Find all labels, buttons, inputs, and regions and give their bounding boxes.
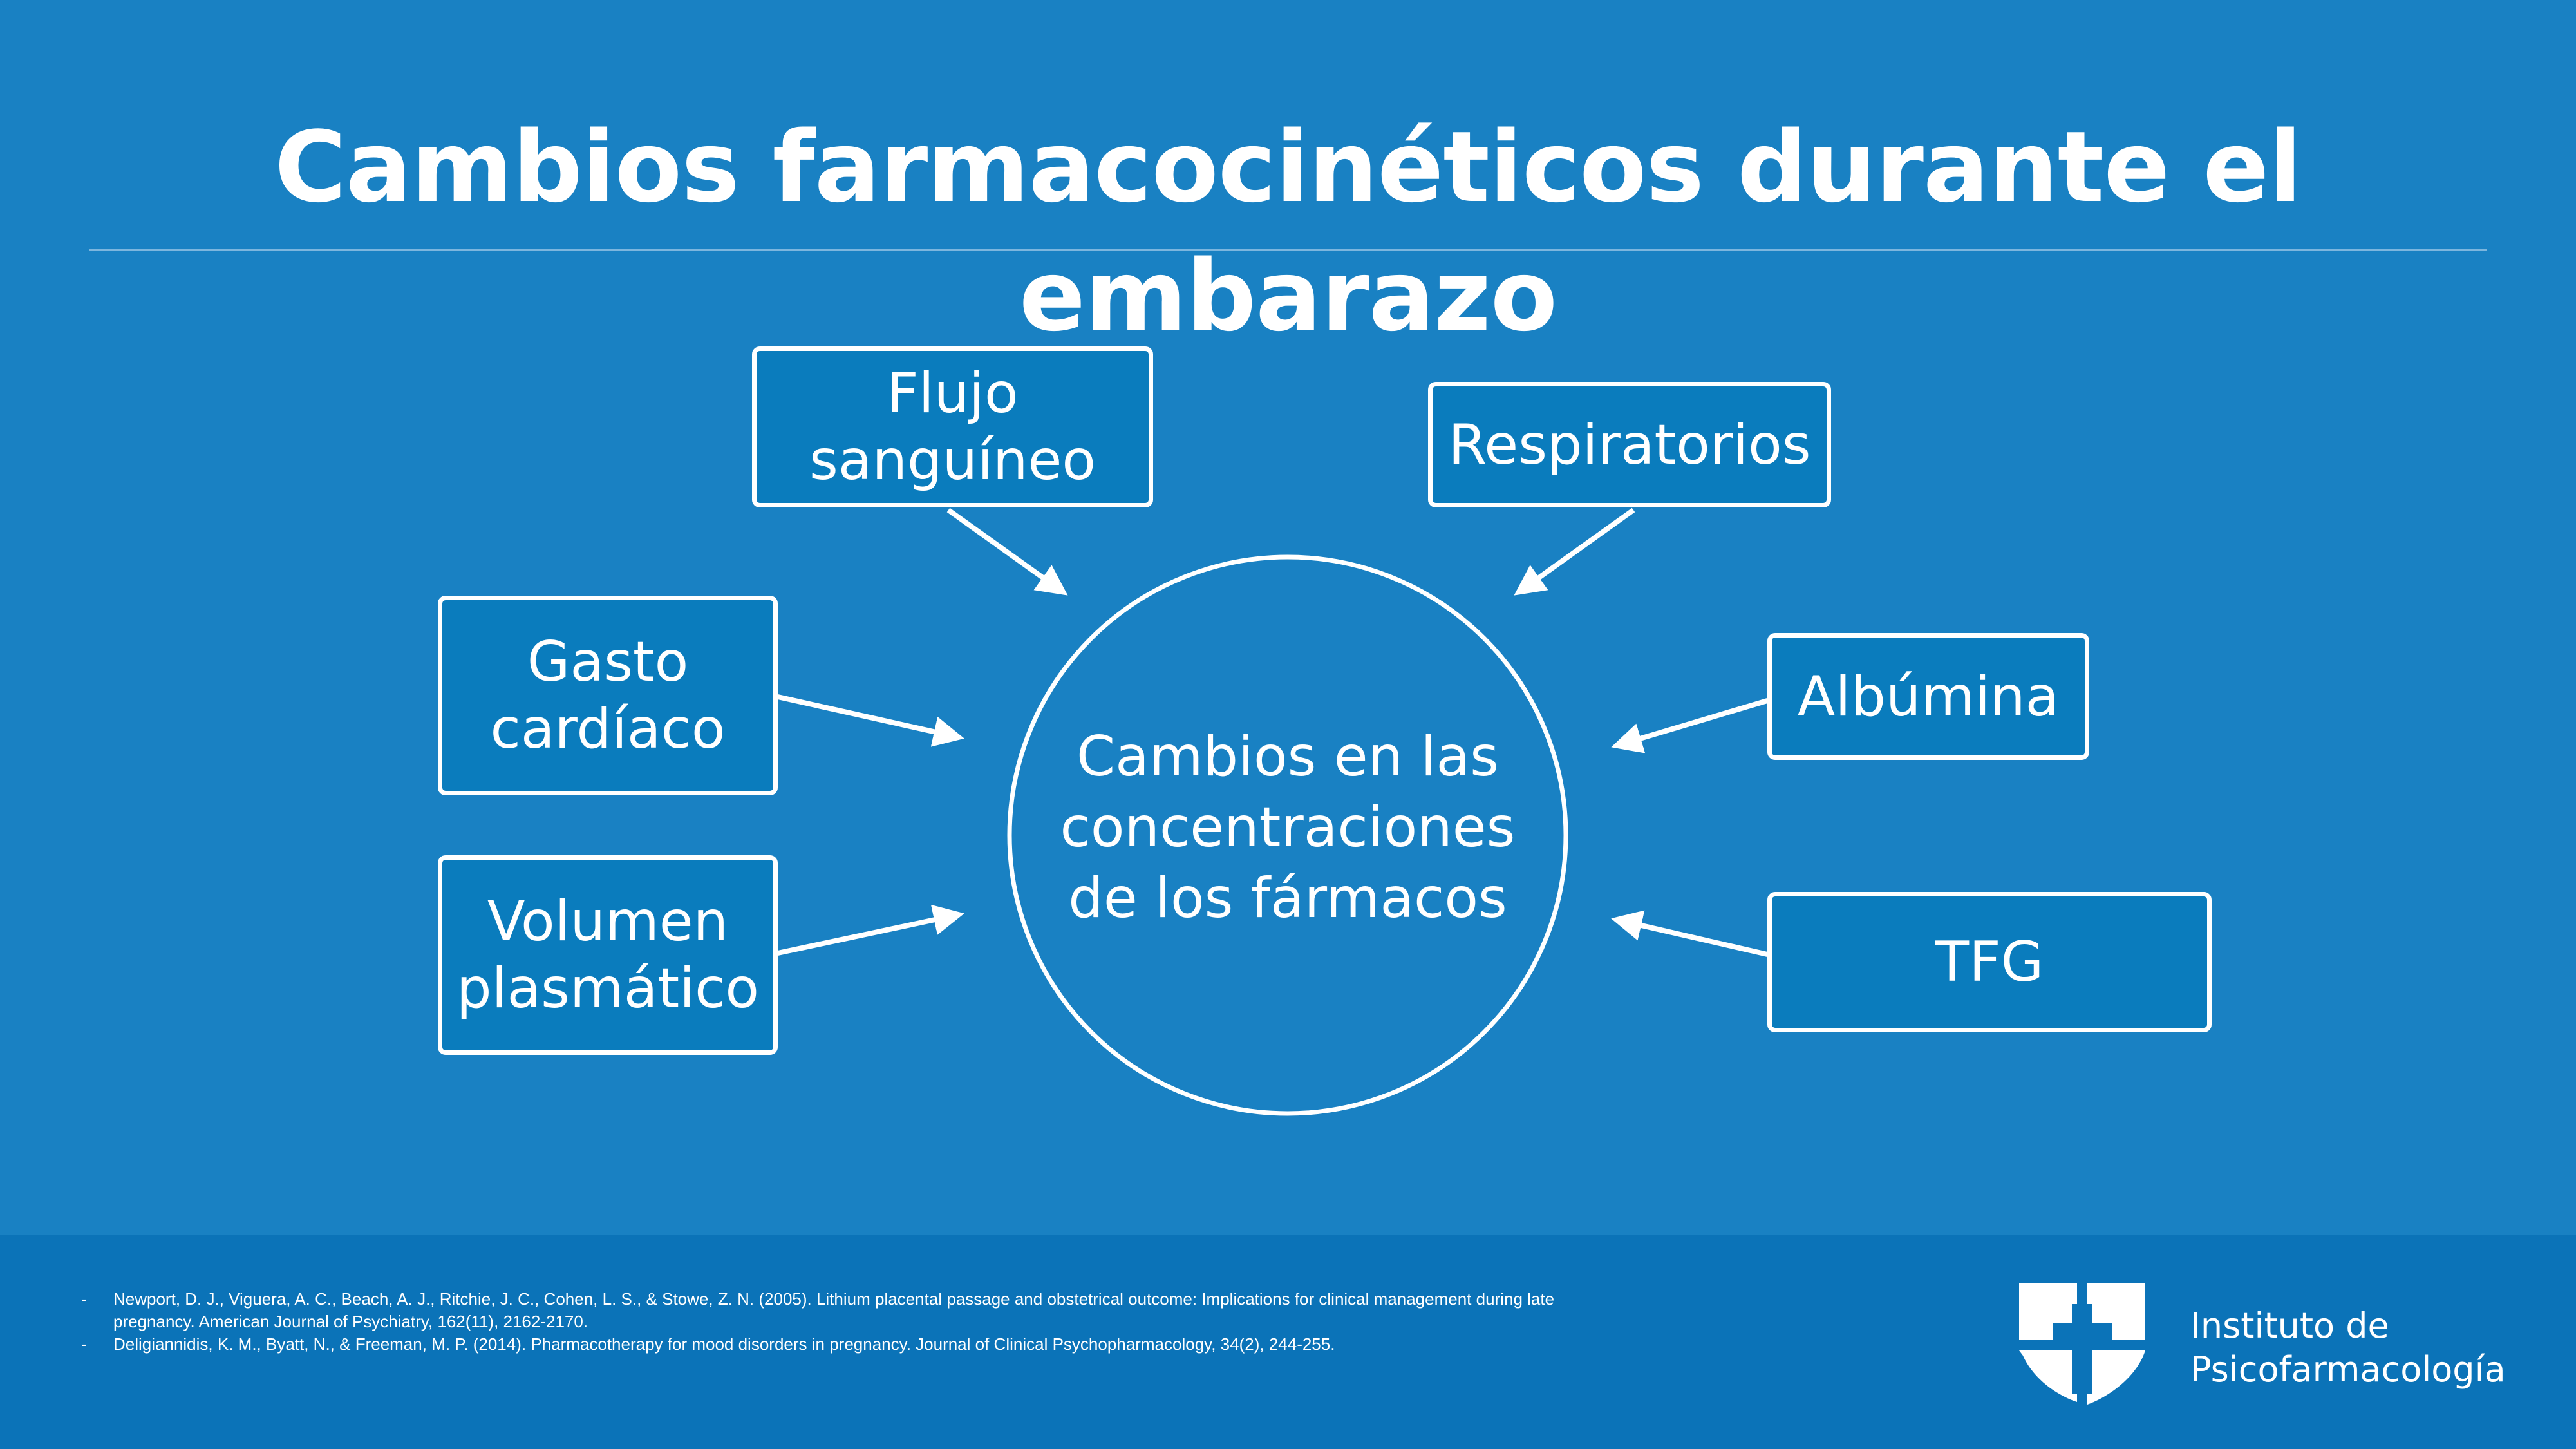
arrow-gasto <box>777 694 964 747</box>
node-volumen-plasmatico: Volumen plasmático <box>438 855 778 1055</box>
arrow-tfg <box>1611 910 1768 957</box>
node-albumina: Albúmina <box>1767 633 2089 760</box>
node-respiratorios: Respiratorios <box>1428 382 1831 507</box>
logo-text: Instituto de Psicofarmacología <box>2190 1305 2506 1390</box>
center-circle <box>1007 554 1568 1116</box>
reference-item: Newport, D. J., Viguera, A. C., Beach, A… <box>77 1288 1558 1333</box>
reference-item: Deligiannidis, K. M., Byatt, N., & Freem… <box>77 1333 1558 1356</box>
page-title: Cambios farmacocinéticos durante el emba… <box>274 110 2302 353</box>
diagram-connectors <box>777 507 1769 1116</box>
center-label: Cambios en las concentraciones de los fá… <box>1060 724 1516 931</box>
arrow-volumen <box>777 904 964 956</box>
title-divider <box>89 249 2487 251</box>
arrow-flujo <box>946 507 1068 596</box>
arrow-albumina <box>1611 698 1769 753</box>
node-gasto-cardiaco: Gasto cardíaco <box>438 596 778 795</box>
node-tfg: TFG <box>1767 892 2212 1032</box>
references-list: Newport, D. J., Viguera, A. C., Beach, A… <box>77 1288 1558 1356</box>
shield-logo-icon <box>2019 1283 2145 1405</box>
arrow-respiratorios <box>1514 507 1635 596</box>
node-flujo-sanguineo: Flujo sanguíneo <box>752 346 1153 507</box>
